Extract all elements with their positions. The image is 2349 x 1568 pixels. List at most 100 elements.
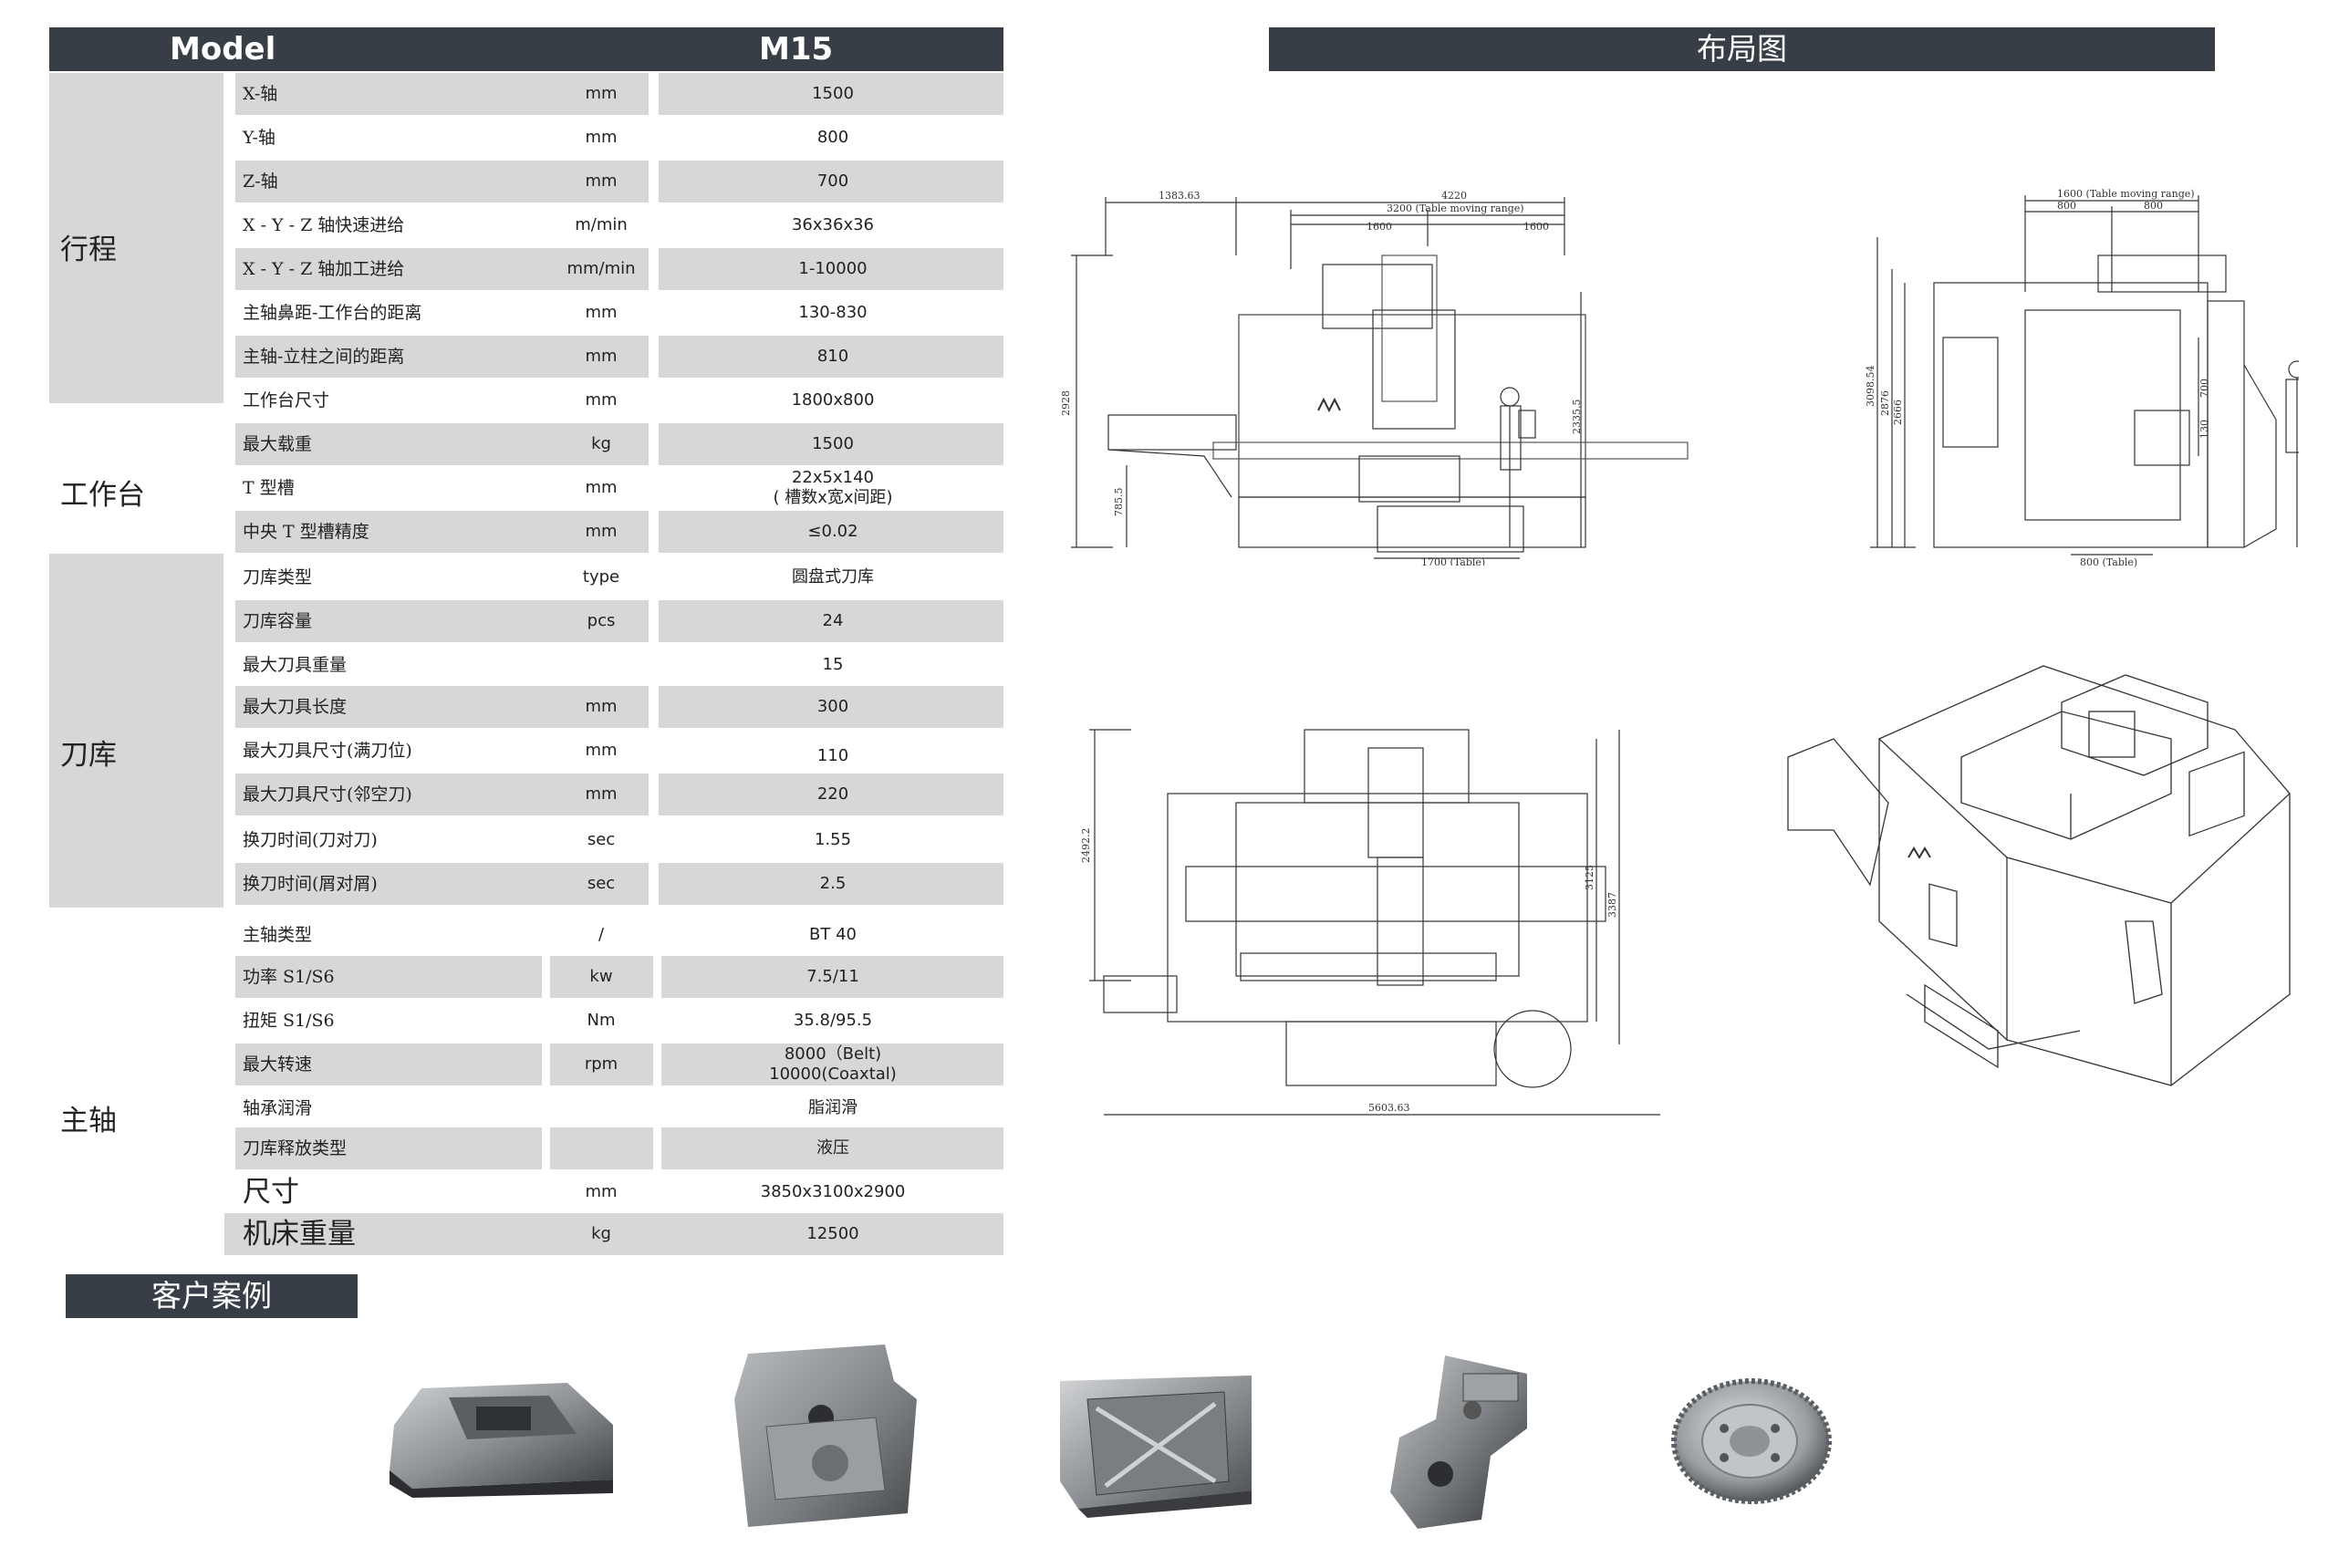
front-dim: 1383.63 bbox=[1159, 190, 1200, 202]
spec-value-line2: ( 槽数x宽x间距) bbox=[773, 488, 893, 507]
spec-value: 1800x800 bbox=[791, 390, 875, 410]
category-spindle: 主轴 bbox=[49, 910, 223, 1202]
spec-row: 主轴鼻距-工作台的距离 mm 130-830 bbox=[235, 292, 1003, 334]
spec-name: Y-轴 bbox=[243, 128, 275, 148]
isometric-view-drawing bbox=[1779, 648, 2317, 1122]
spec-unit: sec bbox=[587, 830, 616, 849]
case-photo-3 bbox=[1060, 1372, 1252, 1518]
side-dim: 800 bbox=[2144, 200, 2163, 212]
side-dim: 800 bbox=[2057, 200, 2076, 212]
front-dim: 3200 (Table moving range) bbox=[1387, 202, 1524, 214]
spec-row: 刀库释放类型 液压 bbox=[235, 1127, 1003, 1169]
front-dim: 1700 (Table) bbox=[1421, 556, 1485, 566]
category-label: 刀库 bbox=[60, 739, 117, 772]
spec-unit: mm bbox=[585, 171, 618, 191]
spec-value: 12500 bbox=[806, 1224, 859, 1243]
spec-name: 刀库容量 bbox=[243, 611, 313, 631]
spec-unit: / bbox=[598, 925, 605, 944]
spec-value: 8000（Belt) 10000(Coaxtal) bbox=[664, 1044, 1002, 1085]
spec-name: 中央 T 型槽精度 bbox=[243, 522, 369, 542]
spec-value: 24 bbox=[822, 611, 844, 630]
top-dim: 2492.2 bbox=[1080, 828, 1092, 864]
side-dim: 2666 bbox=[1892, 400, 1904, 425]
spec-name: 最大载重 bbox=[243, 434, 313, 454]
model-label: Model bbox=[170, 31, 276, 67]
spec-unit: mm bbox=[585, 697, 618, 716]
spec-value-line1: 22x5x140 bbox=[791, 468, 875, 487]
spec-name: 功率 S1/S6 bbox=[243, 967, 335, 987]
layout-section-title: 布局图 bbox=[1269, 27, 2215, 71]
spec-row: Y-轴 mm 800 bbox=[235, 117, 1003, 159]
spec-row: 工作台尺寸 mm 1800x800 bbox=[235, 379, 1003, 421]
top-dim: 3387 bbox=[1606, 892, 1618, 918]
spec-unit: type bbox=[582, 567, 620, 587]
front-dim: 1600 bbox=[1523, 221, 1549, 233]
spec-row: 最大刀具尺寸(满刀位) mm 110 bbox=[235, 730, 1003, 772]
spec-value: 810 bbox=[816, 347, 849, 366]
category-worktable: 工作台 bbox=[49, 403, 223, 576]
spec-name: 轴承润滑 bbox=[243, 1098, 313, 1118]
spec-unit: mm bbox=[585, 84, 618, 103]
spec-row: 尺寸 mm 3850x3100x2900 bbox=[235, 1171, 1003, 1213]
spec-name: X - Y - Z 轴快速进给 bbox=[243, 215, 405, 235]
spec-unit: kw bbox=[589, 967, 613, 986]
spec-name: 工作台尺寸 bbox=[243, 390, 330, 410]
spec-unit: mm bbox=[585, 741, 618, 760]
spec-name: X-轴 bbox=[243, 84, 278, 104]
spec-row: 主轴-立柱之间的距离 mm 810 bbox=[235, 336, 1003, 378]
spec-value: 35.8/95.5 bbox=[793, 1011, 873, 1030]
spec-unit: mm bbox=[585, 128, 618, 147]
category-label: 主轴 bbox=[60, 1105, 117, 1137]
spec-unit: sec bbox=[587, 874, 616, 893]
spec-row: 轴承润滑 脂润滑 bbox=[235, 1087, 1003, 1129]
spec-value: 1500 bbox=[812, 84, 854, 103]
spec-name: 最大刀具尺寸(满刀位) bbox=[243, 741, 412, 761]
spec-row: 最大刀具重量 15 bbox=[235, 644, 1003, 686]
spec-row: 功率 S1/S6 kw 7.5/11 bbox=[235, 956, 1003, 998]
case-photo-2 bbox=[730, 1345, 921, 1527]
spec-row: X - Y - Z 轴加工进给 mm/min 1-10000 bbox=[235, 248, 1003, 290]
spec-value: 36x36x36 bbox=[791, 215, 875, 234]
spec-name: 刀库释放类型 bbox=[243, 1138, 348, 1158]
spec-name: 主轴类型 bbox=[243, 925, 313, 945]
spec-name: T 型槽 bbox=[243, 478, 295, 498]
case-photo-4 bbox=[1390, 1355, 1536, 1529]
front-dim: 2335.5 bbox=[1571, 400, 1583, 435]
front-view-drawing: 1383.63 4220 3200 (Table moving range) 1… bbox=[1058, 182, 1715, 568]
side-dim: 130 bbox=[2198, 420, 2210, 439]
spec-row: 刀库容量 pcs 24 bbox=[235, 600, 1003, 642]
spec-name: 刀库类型 bbox=[243, 567, 313, 587]
spec-unit: Nm bbox=[587, 1011, 616, 1030]
spec-name: 最大刀具尺寸(邻空刀) bbox=[243, 784, 412, 805]
spec-value: 脂润滑 bbox=[808, 1098, 857, 1117]
spec-unit: mm bbox=[585, 390, 618, 410]
spec-unit: mm bbox=[585, 522, 618, 541]
spec-name: 换刀时间(刀对刀) bbox=[243, 830, 378, 850]
spec-value: 2.5 bbox=[819, 874, 847, 893]
spec-row: 刀库类型 type 圆盘式刀库 bbox=[235, 556, 1003, 598]
spec-value: 800 bbox=[816, 128, 849, 147]
spec-value: 220 bbox=[816, 784, 849, 804]
spec-row: 最大转速 rpm 8000（Belt) 10000(Coaxtal) bbox=[235, 1044, 1003, 1085]
spec-value: 1.55 bbox=[814, 830, 852, 849]
spec-value-line2: 10000(Coaxtal) bbox=[769, 1064, 897, 1084]
spec-value: 130-830 bbox=[798, 303, 868, 322]
spec-value-line1: 8000（Belt) bbox=[784, 1044, 882, 1064]
spec-row: X - Y - Z 轴快速进给 m/min 36x36x36 bbox=[235, 204, 1003, 246]
spec-row: T 型槽 mm 22x5x140 ( 槽数x宽x间距) bbox=[235, 467, 1003, 509]
spec-name: 主轴鼻距-工作台的距离 bbox=[243, 303, 422, 323]
spec-unit: mm/min bbox=[566, 259, 636, 278]
spec-row: X-轴 mm 1500 bbox=[235, 73, 1003, 115]
category-travel: 行程 bbox=[49, 73, 223, 403]
spec-table-header: Model M15 bbox=[49, 27, 1003, 71]
front-dim: 1600 bbox=[1367, 221, 1392, 233]
spec-unit: mm bbox=[585, 303, 618, 322]
top-dim: 5603.63 bbox=[1368, 1102, 1410, 1114]
spec-value: 3850x3100x2900 bbox=[760, 1182, 906, 1201]
front-dim: 4220 bbox=[1441, 190, 1467, 202]
spec-row: 主轴类型 / BT 40 bbox=[235, 914, 1003, 956]
top-dim: 3125 bbox=[1584, 865, 1595, 890]
spec-unit: mm bbox=[585, 478, 618, 497]
spec-name: 机床重量 bbox=[243, 1218, 356, 1251]
category-label: 工作台 bbox=[60, 479, 145, 512]
